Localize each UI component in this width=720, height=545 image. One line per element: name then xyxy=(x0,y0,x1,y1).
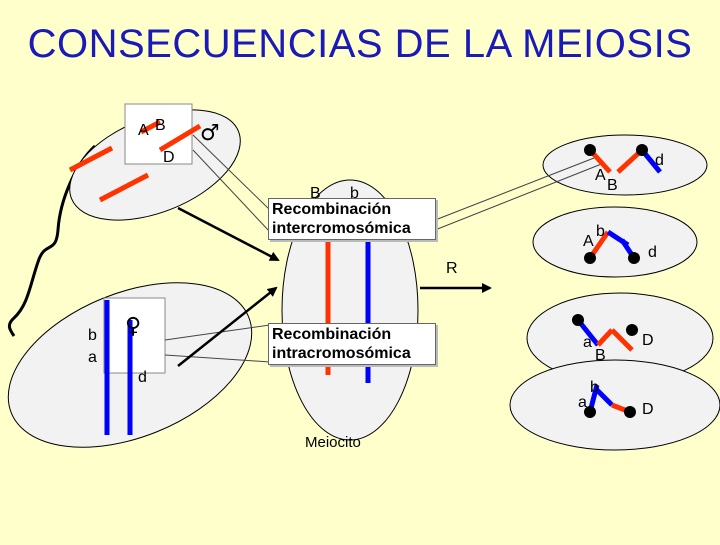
arrow-label: R xyxy=(446,260,458,277)
callout-line: Recombinación xyxy=(272,201,392,218)
female-label-b: b xyxy=(88,327,97,344)
gamete-4-label-b: b xyxy=(590,379,599,396)
female-chromosome-box xyxy=(103,297,166,374)
male-label-a: A xyxy=(138,122,149,139)
gamete-2-label-a: A xyxy=(583,233,594,250)
male-symbol: ♂ xyxy=(200,121,220,146)
gamete-3-label-a: a xyxy=(583,334,592,351)
gamete-1-chromosomes xyxy=(584,144,662,174)
leader-line xyxy=(192,149,271,233)
male-label-b: B xyxy=(155,117,166,134)
gamete-2-chromosomes xyxy=(584,229,640,264)
gamete-1-label-d: d xyxy=(655,152,664,169)
leader-line xyxy=(429,157,595,223)
gamete-1-label-a: A xyxy=(595,167,606,184)
male-chromosome-box xyxy=(124,103,193,165)
leader-line xyxy=(429,162,605,233)
female-symbol: ♀ xyxy=(125,314,141,339)
male-label-d: D xyxy=(163,149,175,166)
gamete-4-chromosomes xyxy=(584,384,636,418)
female-label-d: d xyxy=(138,369,147,386)
intracromosomal-callout: Recombinación intracromosómica xyxy=(268,323,436,365)
wavy-line xyxy=(7,144,97,337)
gamete-2-label-d: d xyxy=(648,244,657,261)
gamete-2-label-b: b xyxy=(596,223,605,240)
gamete-3-label-b: B xyxy=(595,347,606,364)
male-red-chromosome xyxy=(68,145,114,173)
meiocyte-label-b-lower: b xyxy=(350,185,359,202)
meiocyte-label: Meiocito xyxy=(305,434,361,451)
leader-line xyxy=(164,324,271,341)
gamete-4-label-d: D xyxy=(642,401,654,418)
gamete-cell-2 xyxy=(532,206,698,278)
gamete-1-label-b: B xyxy=(607,177,618,194)
gamete-4-label-a: a xyxy=(578,394,587,411)
callout-line: intracromosómica xyxy=(272,345,411,362)
male-red-chromosome xyxy=(139,119,162,135)
male-red-chromosome xyxy=(98,172,150,203)
intercromosomal-callout: Recombinación intercromosómica xyxy=(268,198,436,240)
female-label-a: a xyxy=(88,349,97,366)
male-red-chromosome xyxy=(158,123,202,153)
arrow xyxy=(177,286,278,367)
gamete-3-label-d: D xyxy=(642,332,654,349)
callout-line: intercromosómica xyxy=(272,220,411,237)
meiocyte-cell xyxy=(281,179,419,441)
leader-line xyxy=(164,354,271,363)
callout-line: Recombinación xyxy=(272,326,392,343)
meiocyte-label-b-upper: B xyxy=(310,185,321,202)
leader-line xyxy=(192,134,273,213)
gamete-3-chromosomes xyxy=(572,314,638,352)
page-title: CONSECUENCIAS DE LA MEIOSIS xyxy=(27,22,693,66)
arrow xyxy=(177,206,280,262)
